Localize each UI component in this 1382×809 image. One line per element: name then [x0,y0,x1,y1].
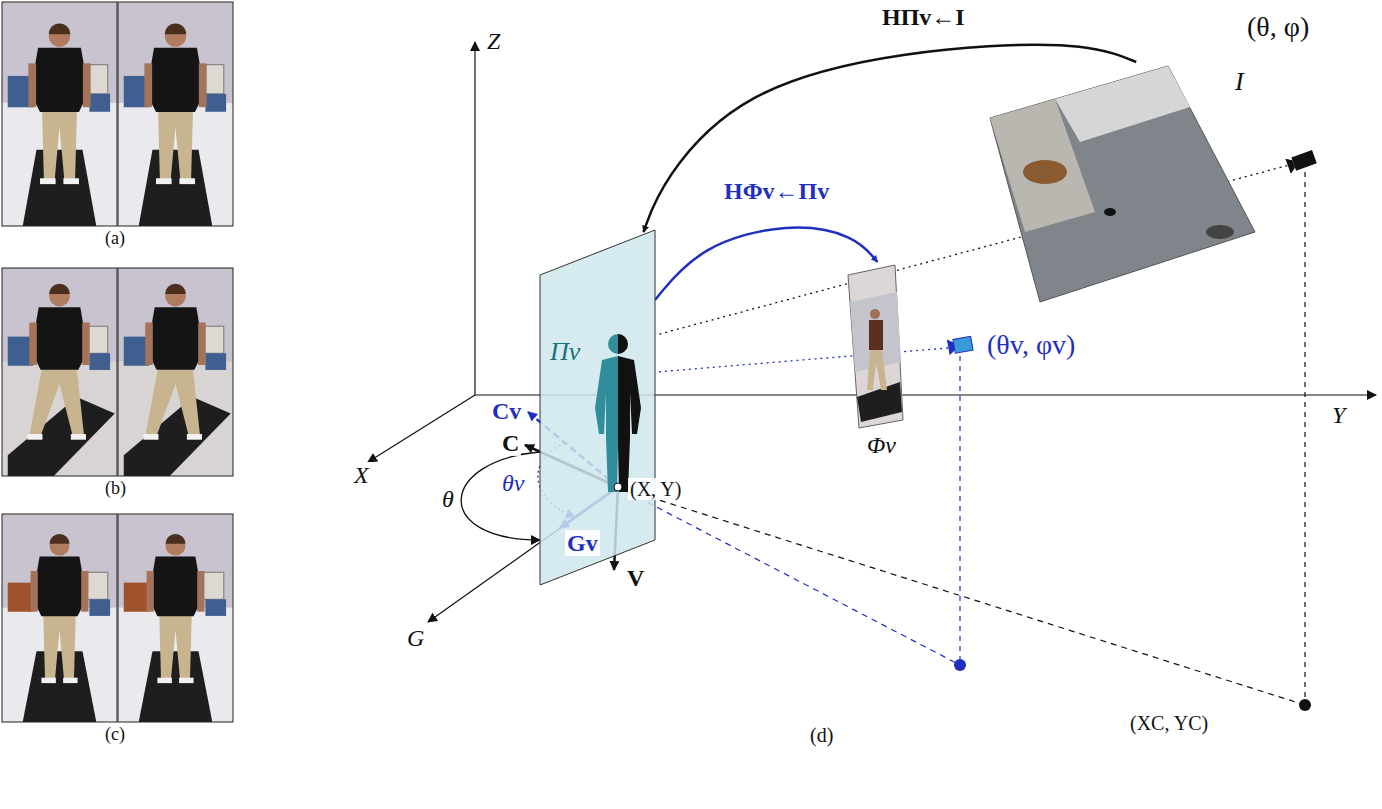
ground-point [954,659,966,671]
image-person [870,309,880,319]
axis-label: (X, Y) [628,478,683,500]
image-plants [1023,160,1067,184]
person-figure [147,534,205,683]
virtual-camera-drop-line [959,356,960,662]
axis-label: Z [485,28,502,54]
axis-label: Cv [490,398,523,424]
virtual-view-ray [656,348,948,372]
plane-outline [540,230,655,585]
virtual-camera-ground-line [618,487,960,665]
person-figure [143,284,205,440]
camera-drop-line [1304,172,1305,702]
camera-icon [947,335,973,355]
axis-label: Gv [565,530,600,556]
photo [2,514,117,722]
plane-label: Πv [548,338,582,367]
homography-arrow [644,45,1137,232]
ground-point [1299,699,1311,711]
image-person [1104,208,1116,216]
camera-icon [1285,149,1317,174]
axis-label: θ [440,486,456,512]
person-figure [28,23,90,184]
person-figure [31,534,89,683]
panel-caption: (c) [103,725,127,745]
photo [2,2,117,226]
photo [118,268,233,476]
photo [2,268,117,476]
axis-label: θv [500,470,526,496]
axis-label: G [405,625,426,651]
axis-label: V [625,565,646,591]
image-treadmill [857,382,902,422]
silhouette [618,334,641,492]
person-figure [144,23,206,184]
panel-caption: (b) [103,479,128,499]
edge-label: HΦv←Πv [722,178,831,204]
image-plane: I [985,62,1260,305]
edge-label: HΠv←I [880,4,967,30]
z-axis [474,42,475,395]
image-plane: Φv [845,262,917,462]
image-wall [1055,66,1190,142]
axis-label: (θv, φv) [985,330,1077,361]
x-axis [368,395,475,462]
image-person [869,320,883,350]
image-person [867,350,887,390]
image-outline [990,66,1255,302]
panel-caption: (a) [103,229,127,249]
photo [118,2,233,226]
image-outline [848,265,903,428]
camera-ground-line [618,487,1305,705]
plane-label: Φv [865,432,898,458]
panel-caption: (d) [808,724,835,746]
homography-arrow [655,228,877,300]
plane-label: I [1233,68,1246,97]
axis-label: Y [1330,402,1347,428]
photo [118,514,233,722]
person-figure [27,284,89,440]
image-shadow [1206,225,1234,239]
axis-label: (XC, YC) [1128,712,1210,734]
location-dot [614,483,622,491]
axis-label: C [500,430,521,456]
axis-label: (θ, φ) [1245,12,1311,43]
angle-arc [461,452,540,540]
silhouette [595,334,618,492]
node-shape [985,62,1260,305]
axis-label: X [352,462,371,488]
